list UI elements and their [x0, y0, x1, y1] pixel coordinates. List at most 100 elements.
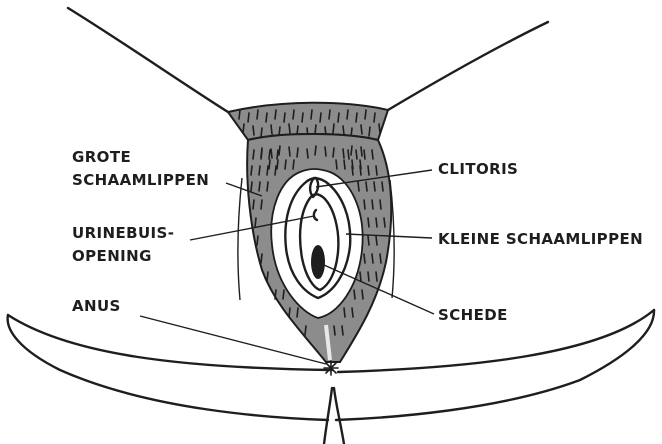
hair-stroke	[384, 218, 385, 227]
hair-stroke	[358, 182, 359, 191]
hair-stroke	[352, 160, 353, 169]
hair-stroke	[380, 254, 381, 263]
hair-stroke	[325, 147, 326, 156]
hair-stroke	[368, 236, 369, 245]
hair-stroke	[257, 236, 258, 245]
hair-stroke	[285, 160, 286, 169]
hair-stroke	[261, 128, 262, 137]
hair-stroke	[361, 147, 362, 156]
hair-stroke	[293, 160, 294, 169]
hair-stroke	[368, 166, 369, 175]
hair-stroke	[365, 110, 366, 119]
hair-stroke	[284, 113, 285, 122]
hair-stroke	[311, 110, 312, 119]
label-anus: ANUS	[72, 297, 121, 315]
hair-stroke	[269, 160, 270, 169]
hair-stroke	[369, 127, 370, 136]
hair-stroke	[376, 272, 377, 281]
hair-stroke	[368, 272, 369, 281]
hair-stroke	[333, 148, 334, 157]
hair-stroke	[342, 326, 343, 335]
hair-stroke	[266, 113, 267, 122]
hair-stroke	[261, 254, 262, 263]
hair-stroke	[336, 160, 337, 169]
hair-stroke	[293, 110, 294, 119]
hair-stroke	[360, 160, 361, 169]
hair-stroke	[277, 150, 278, 159]
hair-stroke	[283, 290, 284, 299]
hair-stroke	[315, 125, 316, 134]
hair-stroke	[329, 110, 330, 119]
hair-stroke	[356, 113, 357, 122]
label-urinebuis-opening: URINEBUIS- OPENING	[72, 224, 180, 265]
label-grote-schaamlippen: GROTE SCHAAMLIPPEN	[72, 148, 209, 189]
hair-stroke	[372, 200, 373, 209]
hair-stroke	[277, 160, 278, 169]
hair-stroke	[352, 308, 353, 317]
hair-stroke	[354, 290, 355, 299]
hair-stroke	[275, 290, 276, 299]
hair-stroke	[343, 149, 344, 158]
hair-stroke	[376, 218, 377, 227]
hair-stroke	[379, 124, 380, 133]
hair-stroke	[376, 166, 377, 175]
hair-stroke	[376, 236, 377, 245]
hair-stroke	[374, 113, 375, 122]
hair-stroke	[261, 148, 262, 157]
label-urinebuis-line1: URINEBUIS-	[72, 224, 174, 242]
hair-stroke	[333, 124, 334, 133]
hair-stroke	[351, 146, 352, 155]
hair-stroke	[364, 254, 365, 263]
label-urinebuis-line2: OPENING	[72, 247, 152, 265]
hair-stroke	[253, 126, 254, 135]
hair-stroke	[364, 200, 365, 209]
label-schede: SCHEDE	[438, 306, 508, 324]
hair-stroke	[297, 308, 298, 317]
hair-stroke	[259, 182, 260, 191]
hair-stroke	[364, 150, 365, 159]
hair-stroke	[343, 126, 344, 135]
hair-stroke	[267, 166, 268, 175]
hair-stroke	[348, 150, 349, 159]
hair-stroke	[372, 254, 373, 263]
label-grote-line2: SCHAAMLIPPEN	[72, 171, 209, 189]
hair-stroke	[239, 110, 240, 119]
hair-stroke	[347, 110, 348, 119]
hair-stroke	[271, 149, 272, 158]
hair-stroke	[289, 147, 290, 156]
hair-stroke	[259, 166, 260, 175]
hair-stroke	[356, 150, 357, 159]
hair-stroke	[361, 125, 362, 134]
hair-stroke	[267, 272, 268, 281]
hair-stroke	[251, 166, 252, 175]
hair-stroke	[334, 326, 335, 335]
hair-stroke	[253, 200, 254, 209]
hair-stroke	[338, 113, 339, 122]
hair-stroke	[289, 124, 290, 133]
hair-stroke	[320, 113, 321, 122]
hair-stroke	[267, 182, 268, 191]
hair-stroke	[255, 218, 256, 227]
hair-stroke	[315, 146, 316, 155]
label-kleine-schaamlippen: KLEINE SCHAAMLIPPEN	[438, 230, 643, 248]
label-grote-line1: GROTE	[72, 148, 131, 166]
vaginal-opening-shape	[311, 245, 325, 279]
hair-stroke	[275, 166, 276, 175]
anus-mark	[324, 361, 338, 375]
hair-stroke	[271, 125, 272, 134]
hair-stroke	[382, 182, 383, 191]
hair-stroke	[269, 150, 270, 159]
hair-stroke	[374, 182, 375, 191]
hair-stroke	[253, 150, 254, 159]
hair-stroke	[372, 150, 373, 159]
hair-stroke	[380, 200, 381, 209]
hair-stroke	[344, 308, 345, 317]
hair-stroke	[360, 272, 361, 281]
label-clitoris: CLITORIS	[438, 160, 518, 178]
hair-stroke	[243, 124, 244, 133]
hair-stroke	[307, 149, 308, 158]
hair-stroke	[302, 113, 303, 122]
hair-stroke	[248, 113, 249, 122]
hair-stroke	[275, 110, 276, 119]
